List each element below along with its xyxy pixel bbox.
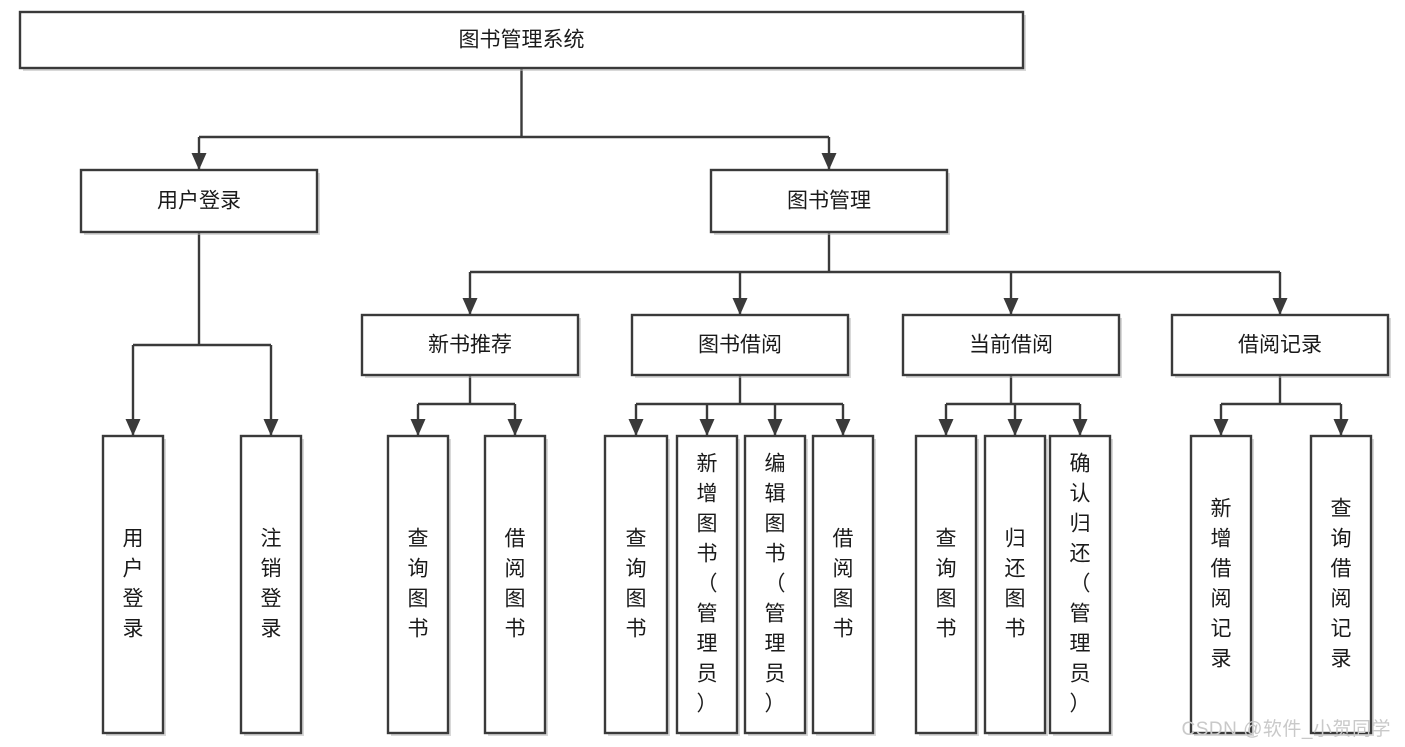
node-rect [603,434,669,735]
node-user-logout[interactable]: 注销登录 [239,434,304,736]
node-borrow-record[interactable]: 借阅记录 [1170,313,1391,378]
node-recommend-borrow-book[interactable]: 借阅图书 [483,434,548,736]
node-rect [983,434,1047,735]
node-current-return-book[interactable]: 归还图书 [983,434,1048,736]
arrow-head-icon-book-borrow [732,298,748,315]
node-root[interactable]: 图书管理系统 [18,10,1026,71]
node-label: 查询借阅记录 [1331,497,1352,670]
arrow-head-icon-user-logout [263,419,279,436]
node-label: 用户登录 [123,527,144,640]
node-label: 注销登录 [261,527,282,640]
arrow-head-icon-borrow-record [1272,298,1288,315]
arrow-head-icon-recommend-borrow-book [507,419,523,436]
node-recommend-query-book[interactable]: 查询图书 [386,434,451,736]
node-label: 新增借阅记录 [1211,497,1232,670]
node-label: 当前借阅 [969,334,1053,357]
node-rect [901,313,1121,377]
node-borrow-edit-book[interactable]: 编辑图书（管理员） [743,434,808,736]
node-label: 图书管理 [787,190,871,213]
arrow-head-icon-user-login-do [125,419,141,436]
arrow-head-icon-borrow-add-book [699,419,715,436]
node-label: 用户登录 [157,190,241,213]
node-label: 借阅记录 [1238,334,1322,357]
node-rect [743,434,807,735]
node-label: 新书推荐 [428,334,512,357]
node-rect [1170,313,1390,377]
node-label: 查询图书 [408,527,429,640]
node-user-login-do[interactable]: 用户登录 [101,434,166,736]
node-layer: 图书管理系统用户登录图书管理用户登录注销登录新书推荐图书借阅当前借阅借阅记录查询… [18,10,1391,736]
arrow-head-icon-record-query [1333,419,1349,436]
node-rect [675,434,739,735]
node-record-query[interactable]: 查询借阅记录 [1309,434,1374,736]
arrow-head-icon-borrow-query-book [628,419,644,436]
node-current-query-book[interactable]: 查询图书 [914,434,979,736]
arrow-head-icon-current-query-book [938,419,954,436]
node-rect [18,10,1025,70]
node-rect [811,434,875,735]
node-current-confirm-return[interactable]: 确认归还（管理员） [1048,434,1113,736]
node-borrow-borrow-book[interactable]: 借阅图书 [811,434,876,736]
arrow-head-icon-current-borrow [1003,298,1019,315]
node-rect [630,313,850,377]
node-rect [1309,434,1373,735]
node-rect [360,313,580,377]
node-label: 图书借阅 [698,334,782,357]
node-new-book-recommend[interactable]: 新书推荐 [360,313,581,378]
node-record-add[interactable]: 新增借阅记录 [1189,434,1254,736]
node-current-borrow[interactable]: 当前借阅 [901,313,1122,378]
arrow-head-icon-borrow-borrow-book [835,419,851,436]
node-rect [1048,434,1112,735]
node-label: 查询图书 [936,527,957,640]
node-label: 新增图书（管理员） [697,452,718,715]
node-label: 归还图书 [1005,527,1026,640]
connector-layer [125,68,1349,436]
node-label: 借阅图书 [505,527,526,640]
node-rect [79,168,319,234]
node-label: 借阅图书 [833,527,854,640]
arrow-head-icon-borrow-edit-book [767,419,783,436]
arrow-head-icon-book-manage [821,153,837,170]
node-book-manage[interactable]: 图书管理 [709,168,950,235]
node-rect [914,434,978,735]
arrow-head-icon-user-login [191,153,207,170]
arrow-head-icon-current-confirm-return [1072,419,1088,436]
node-borrow-query-book[interactable]: 查询图书 [603,434,670,736]
node-label: 查询图书 [626,527,647,640]
arrow-head-icon-record-add [1213,419,1229,436]
node-borrow-add-book[interactable]: 新增图书（管理员） [675,434,740,736]
node-rect [101,434,165,735]
node-user-login[interactable]: 用户登录 [79,168,320,235]
node-rect [239,434,303,735]
arrow-head-icon-current-return-book [1007,419,1023,436]
arrow-head-icon-recommend-query-book [410,419,426,436]
node-label: 编辑图书（管理员） [765,452,786,715]
node-label: 确认归还（管理员） [1070,452,1091,715]
node-label: 图书管理系统 [459,29,585,52]
node-book-borrow[interactable]: 图书借阅 [630,313,851,378]
arrow-head-icon-new-book-recommend [462,298,478,315]
node-rect [709,168,949,234]
node-rect [386,434,450,735]
node-rect [483,434,547,735]
node-rect [1189,434,1253,735]
